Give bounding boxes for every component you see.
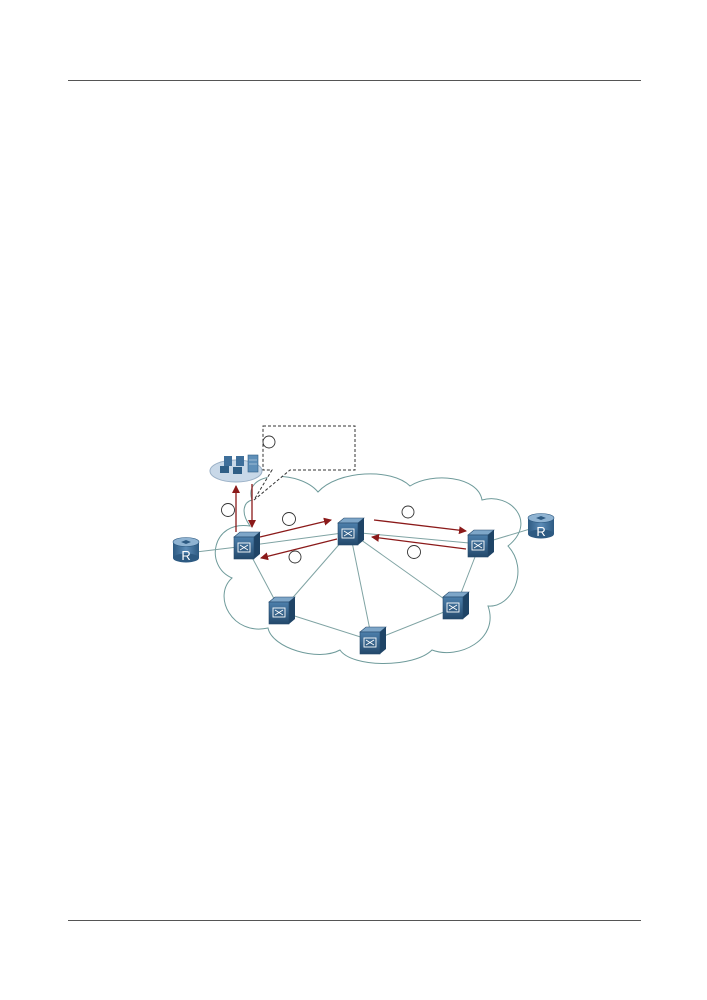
sw-left (233, 531, 261, 560)
arrow-right-to-center (371, 533, 467, 550)
step-marker-right-center (407, 545, 421, 559)
traffic-arrows (232, 484, 467, 561)
sw-right (467, 529, 495, 558)
sw-bottom-left (268, 596, 296, 625)
step-marker-center-left (288, 550, 302, 564)
sw-bottom-right (442, 591, 470, 620)
step-markers (221, 435, 421, 564)
sw-bottom-center (359, 626, 387, 655)
step-marker-center-right (401, 505, 415, 519)
router-right: R (527, 513, 555, 539)
arrow-left-to-center (259, 517, 332, 538)
step-marker-up (221, 503, 235, 517)
router-left: R (172, 537, 200, 563)
callout-box (253, 425, 356, 501)
arrow-center-to-left (260, 538, 338, 561)
step-marker-callout (262, 435, 276, 449)
footer-rule (68, 920, 641, 921)
sw-center (337, 517, 365, 546)
router-left-label: R (181, 548, 190, 563)
arrow-center-to-right (373, 519, 467, 535)
header-rule (68, 80, 641, 81)
step-marker-left-center (282, 512, 296, 526)
router-right-label: R (536, 524, 545, 539)
server-cluster (209, 454, 263, 483)
